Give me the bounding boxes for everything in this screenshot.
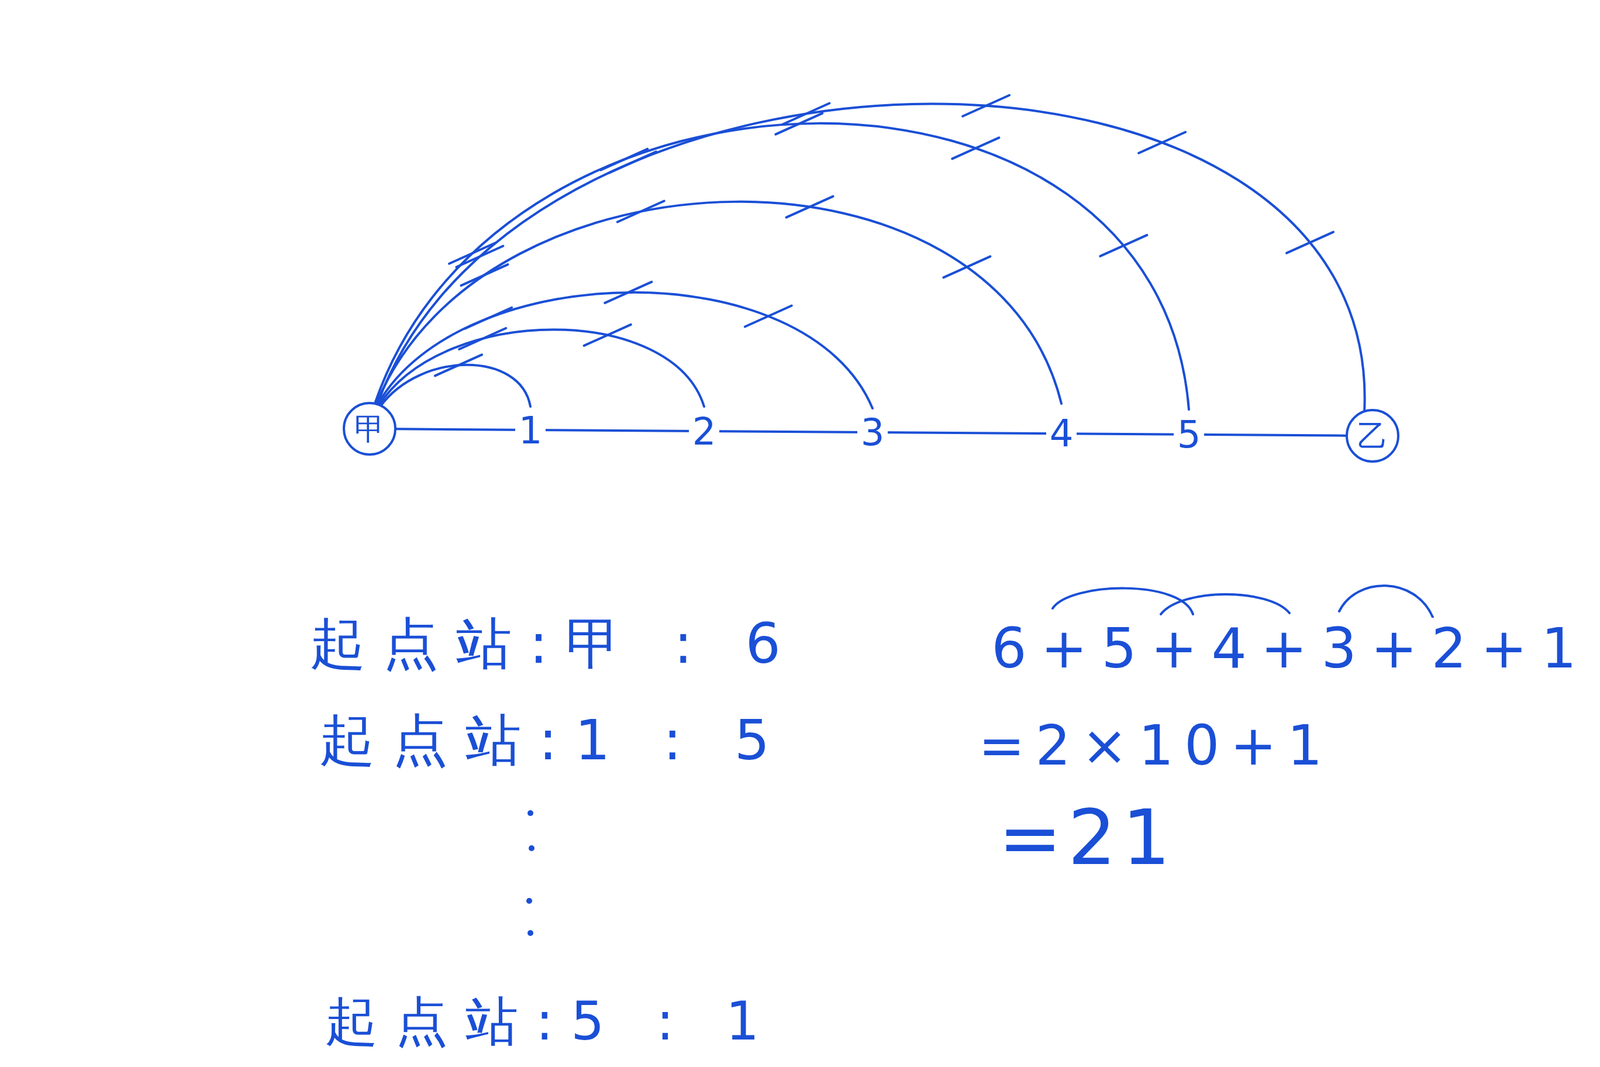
arc-line	[375, 123, 1189, 410]
tick-mark	[1286, 232, 1334, 254]
bracket-arc	[1052, 588, 1193, 615]
count-row: 起点站:5 : 1	[321, 991, 781, 1050]
tick-mark	[1138, 132, 1186, 154]
tick-mark	[745, 305, 792, 327]
station-circle: 甲	[342, 401, 397, 456]
arc-line	[377, 292, 873, 409]
count-row: 起点站:1 : 5	[315, 709, 791, 771]
tick-mark	[604, 281, 652, 303]
station-number: 1	[515, 409, 547, 451]
bracket-arc	[1160, 594, 1290, 615]
bracket-arc	[1339, 585, 1433, 617]
ellipsis-dot	[526, 897, 533, 904]
count-row: 起点站:甲 : 6	[306, 612, 802, 675]
station-number: 5	[1173, 414, 1205, 455]
tick-mark	[1100, 235, 1147, 257]
arc-line	[378, 329, 705, 407]
sum-result: =21	[994, 795, 1180, 880]
station-name: 乙	[1357, 420, 1388, 451]
tick-mark	[459, 328, 506, 350]
tick-mark	[952, 137, 999, 159]
tick-mark	[435, 354, 482, 376]
tick-mark	[617, 201, 665, 223]
tick-mark	[962, 95, 1010, 117]
station-number: 4	[1046, 412, 1078, 454]
tick-mark	[464, 307, 512, 329]
station-circle: 乙	[1345, 408, 1400, 463]
station-number: 3	[857, 411, 889, 453]
station-number: 2	[688, 411, 720, 453]
sum-step: =2×10+1	[974, 714, 1337, 777]
tick-mark	[943, 256, 991, 278]
station-name: 甲	[354, 413, 385, 444]
tick-mark	[584, 324, 631, 346]
arc-line	[376, 201, 1062, 404]
tick-mark	[786, 196, 834, 218]
tick-mark	[782, 102, 830, 124]
tick-mark	[456, 246, 503, 268]
ellipsis-dot	[527, 929, 534, 936]
arc-line	[377, 104, 1365, 411]
ellipsis-dot	[527, 809, 534, 816]
sum-expression: 6+5+4+3+2+1	[987, 617, 1595, 679]
ellipsis-dot	[528, 845, 535, 851]
tick-mark	[609, 151, 657, 173]
